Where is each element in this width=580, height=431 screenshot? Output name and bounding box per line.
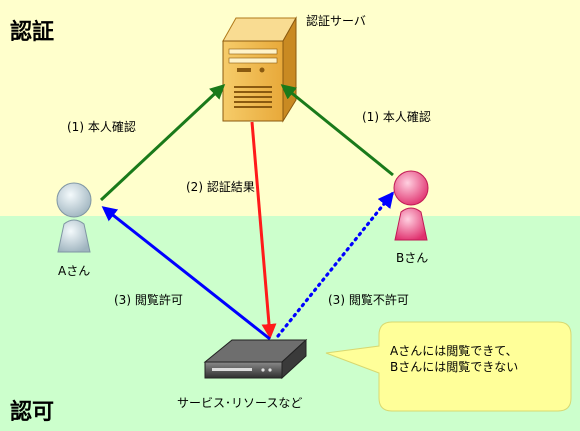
arrow-a-permit: [101, 206, 271, 341]
edge-label-b-verify: (1) 本人確認: [362, 110, 431, 124]
user-b-label: Bさん: [396, 251, 429, 265]
callout-text: Aさんには閲覧できて、 Bさんには閲覧できない: [390, 343, 518, 375]
edge-label-b-deny: (3) 閲覧不許可: [328, 293, 409, 307]
auth-server-icon: [222, 16, 297, 123]
service-label: サービス･リソースなど: [177, 396, 303, 410]
arrow-b-deny: [276, 191, 395, 338]
user-a-icon: [56, 182, 92, 253]
authz-section-title: 認可: [10, 400, 55, 425]
edge-label-auth-result: (2) 認証結果: [186, 180, 255, 194]
server-label: 認証サーバ: [306, 14, 366, 28]
user-a-label: Aさん: [58, 264, 91, 278]
auth-section-title: 認証: [10, 20, 55, 45]
callout-line-1: Aさんには閲覧できて、: [390, 344, 518, 358]
callout-bubble: [325, 321, 572, 412]
user-b-icon: [393, 170, 429, 241]
arrow-auth-result: [250, 121, 277, 339]
arrow-a-verify: [99, 83, 226, 202]
edge-label-a-permit: (3) 閲覧許可: [114, 293, 183, 307]
arrow-b-verify: [280, 84, 394, 177]
edge-label-a-verify: (1) 本人確認: [67, 120, 136, 134]
service-device-icon: [203, 338, 308, 380]
callout-line-2: Bさんには閲覧できない: [390, 360, 519, 374]
